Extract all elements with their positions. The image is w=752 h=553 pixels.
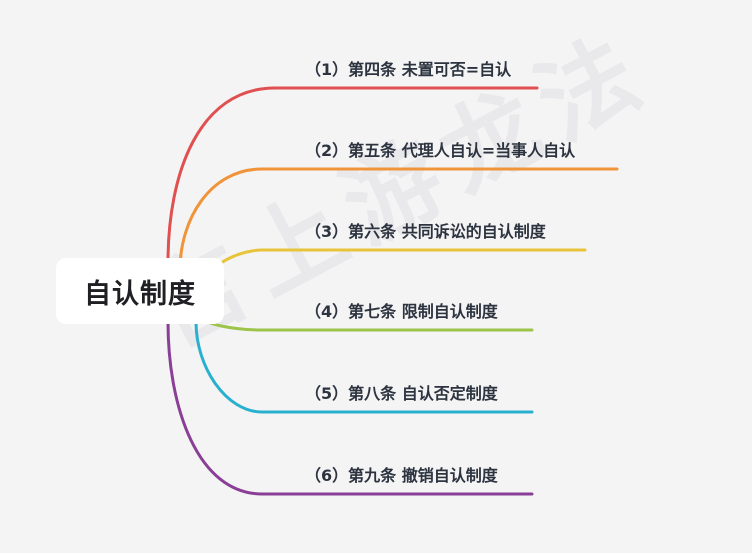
branch-label-4[interactable]: （4）第七条 限制自认制度 — [305, 302, 498, 321]
branch-label-3[interactable]: （3）第六条 共同诉讼的自认制度 — [305, 222, 546, 241]
branch-label-5[interactable]: （5）第八条 自认否定制度 — [305, 384, 498, 403]
root-node[interactable]: 自认制度 — [56, 258, 224, 324]
branch-connector-5 — [194, 320, 534, 414]
branch-label-1[interactable]: （1）第四条 未置可否=自认 — [305, 60, 512, 79]
branch-connector-1 — [166, 86, 539, 264]
branch-connector-3 — [210, 248, 587, 278]
branch-connector-6 — [166, 320, 534, 496]
root-node-label: 自认制度 — [84, 278, 196, 310]
branch-connector-2 — [178, 167, 619, 272]
branch-label-2[interactable]: （2）第五条 代理人自认=当事人自认 — [305, 141, 576, 160]
branch-label-6[interactable]: （6）第九条 撤销自认制度 — [305, 466, 498, 485]
